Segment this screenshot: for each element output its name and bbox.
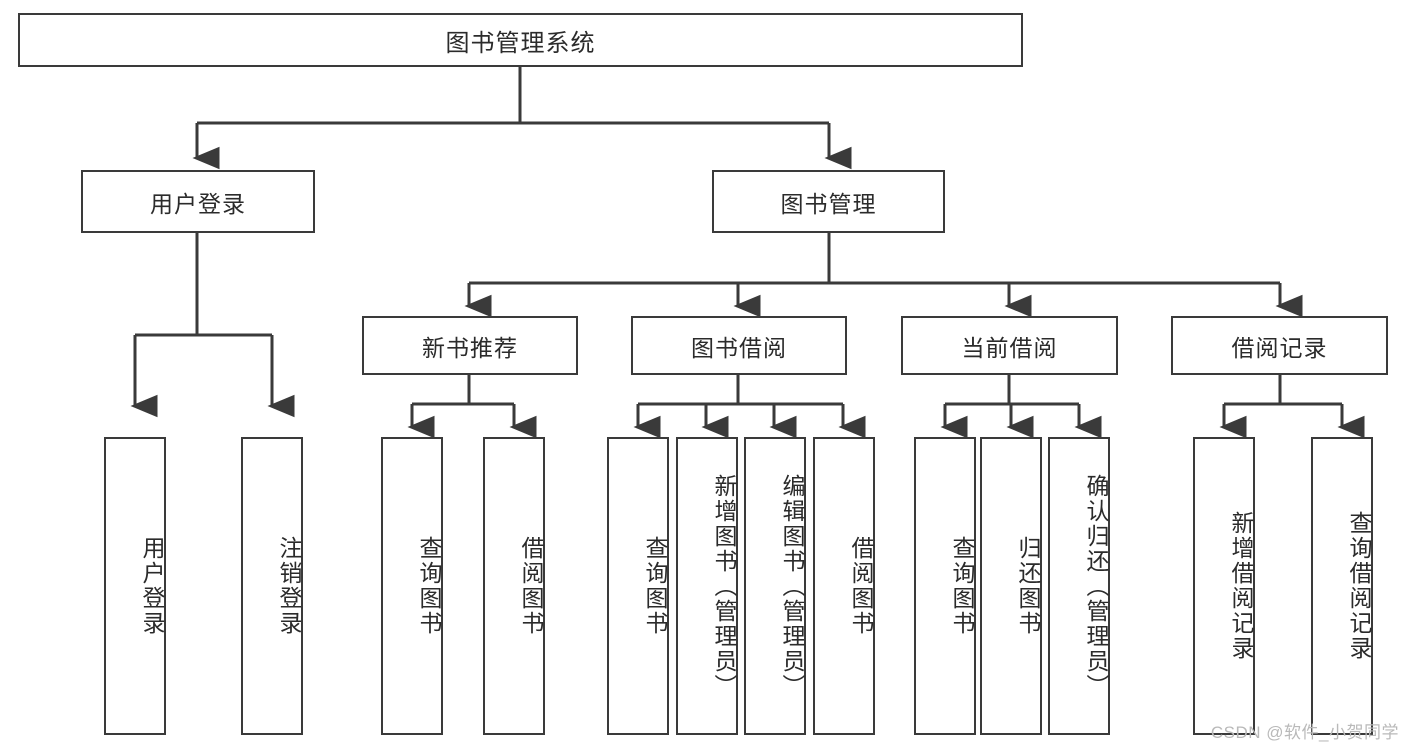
node-label: 图书管理 bbox=[780, 190, 877, 217]
leaf-borrow-add-book[interactable]: 新增图书（管理员） bbox=[676, 437, 738, 735]
leaf-current-return-book[interactable]: 归还图书 bbox=[980, 437, 1042, 735]
leaf-record-add-record[interactable]: 新增借阅记录 bbox=[1193, 437, 1255, 735]
leaf-recommend-query-book[interactable]: 查询图书 bbox=[381, 437, 443, 735]
node-label: 图书借阅 bbox=[691, 334, 787, 361]
node-user-login[interactable]: 用户登录 bbox=[81, 170, 315, 233]
leaf-current-confirm-return[interactable]: 确认归还（管理员） bbox=[1048, 437, 1110, 735]
node-label: 图书管理系统 bbox=[445, 29, 596, 57]
leaf-borrow-edit-book[interactable]: 编辑图书（管理员） bbox=[744, 437, 806, 735]
node-label: 查询图书 bbox=[642, 536, 668, 636]
node-label: 查询借阅记录 bbox=[1346, 511, 1372, 661]
node-label: 查询图书 bbox=[949, 536, 975, 636]
node-label: 查询图书 bbox=[416, 536, 442, 636]
leaf-current-query-book[interactable]: 查询图书 bbox=[914, 437, 976, 735]
node-label: 归还图书 bbox=[1015, 536, 1041, 636]
node-label: 借阅记录 bbox=[1231, 334, 1328, 361]
node-label: 编辑图书（管理员） bbox=[779, 473, 805, 699]
node-current-borrow[interactable]: 当前借阅 bbox=[901, 316, 1118, 375]
leaf-record-query-record[interactable]: 查询借阅记录 bbox=[1311, 437, 1373, 735]
node-borrow-record[interactable]: 借阅记录 bbox=[1171, 316, 1388, 375]
node-label: 注销登录 bbox=[276, 536, 302, 636]
leaf-user-login-signin[interactable]: 用户登录 bbox=[104, 437, 166, 735]
node-book-borrow[interactable]: 图书借阅 bbox=[631, 316, 847, 375]
node-label: 用户登录 bbox=[139, 536, 165, 636]
leaf-user-login-signout[interactable]: 注销登录 bbox=[241, 437, 303, 735]
node-new-book-recommend[interactable]: 新书推荐 bbox=[362, 316, 578, 375]
node-label: 借阅图书 bbox=[848, 536, 874, 636]
node-root-system[interactable]: 图书管理系统 bbox=[18, 13, 1023, 67]
csdn-watermark: CSDN @软件_小贺同学 bbox=[1210, 723, 1399, 742]
leaf-recommend-borrow-book[interactable]: 借阅图书 bbox=[483, 437, 545, 735]
node-book-management[interactable]: 图书管理 bbox=[712, 170, 945, 233]
node-label: 新增借阅记录 bbox=[1228, 511, 1254, 661]
leaf-borrow-query-book[interactable]: 查询图书 bbox=[607, 437, 669, 735]
node-label: 当前借阅 bbox=[961, 334, 1058, 361]
node-label: 新书推荐 bbox=[422, 334, 518, 361]
node-label: 新增图书（管理员） bbox=[711, 473, 737, 699]
leaf-borrow-borrow-book[interactable]: 借阅图书 bbox=[813, 437, 875, 735]
node-label: 用户登录 bbox=[150, 190, 246, 217]
node-label: 借阅图书 bbox=[518, 536, 544, 636]
node-label: 确认归还（管理员） bbox=[1083, 473, 1109, 699]
